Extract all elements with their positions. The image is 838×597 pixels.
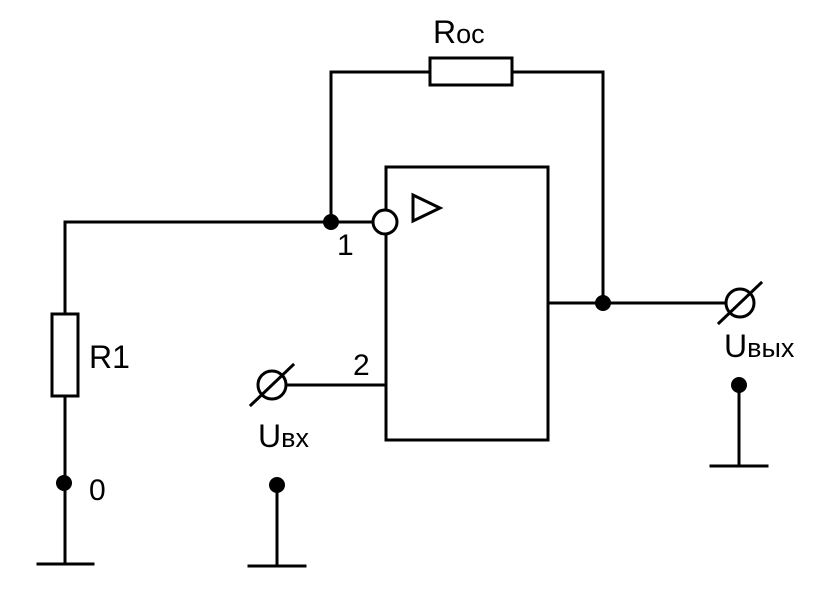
input-resistor-label: R1 <box>89 339 130 375</box>
node-zero-dot <box>56 475 72 491</box>
pin-2-label: 2 <box>353 349 370 382</box>
output-junction-dot <box>595 295 611 311</box>
node-zero-label: 0 <box>89 474 106 507</box>
opamp-body <box>384 165 550 442</box>
output-terminal-icon <box>716 280 764 326</box>
feedback-resistor-label: Rос <box>433 14 485 50</box>
feedback-resistor <box>428 56 514 87</box>
inverting-junction-dot <box>323 214 339 230</box>
input-voltage-label: Uвх <box>258 418 309 454</box>
amplifier-triangle-icon <box>411 192 444 224</box>
feedback-wires <box>329 70 605 305</box>
output-voltage-label: Uвых <box>724 328 795 364</box>
input-resistor <box>50 312 80 398</box>
input-terminal-icon <box>248 362 296 408</box>
inverting-input-circle-icon <box>371 208 399 236</box>
pin-1-label: 1 <box>337 229 354 262</box>
inverting-input-wire <box>63 220 374 316</box>
